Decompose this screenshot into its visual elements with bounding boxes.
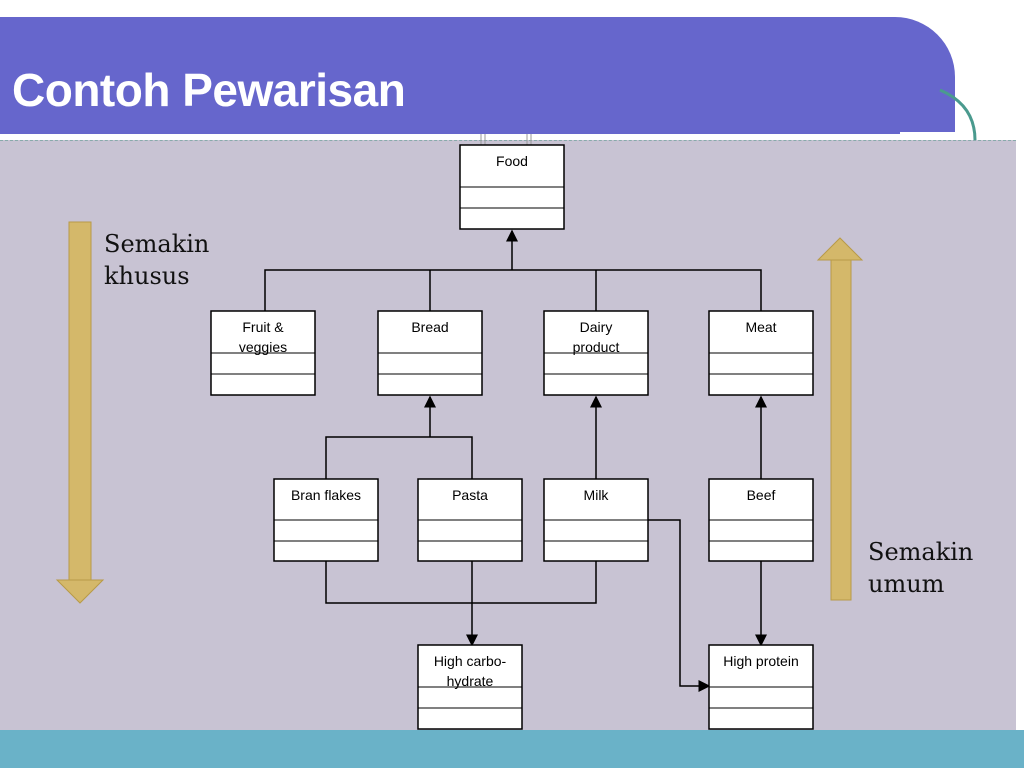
class-box-high-carbohydrate: High carbo- hydrate (417, 644, 523, 730)
class-name: Meat (745, 319, 776, 335)
bottom-bar (0, 730, 1024, 768)
class-name: Food (496, 153, 528, 169)
class-name: High protein (723, 653, 799, 669)
class-name-line1: Dairy (580, 319, 613, 335)
class-name: Beef (747, 487, 776, 503)
specific-label-line2: khusus (104, 262, 190, 290)
class-name: Milk (584, 487, 610, 503)
class-box-pasta: Pasta (417, 478, 523, 562)
class-box-high-protein: High protein (708, 644, 814, 730)
general-label-line2: umum (868, 570, 945, 598)
class-box-food: Food (459, 144, 565, 230)
up-arrow-icon (816, 237, 864, 601)
class-name-line1: Fruit & (242, 319, 284, 335)
class-box-milk: Milk (543, 478, 649, 562)
class-box-bread: Bread (377, 310, 483, 396)
class-box-beef: Beef (708, 478, 814, 562)
slide-title: Contoh Pewarisan (12, 64, 406, 116)
title-bar-ticks (480, 134, 532, 146)
connectors (264, 229, 767, 692)
general-label-line1: Semakin (868, 538, 973, 566)
class-box-dairy-product: Dairy product (543, 310, 649, 396)
class-name-line2: product (573, 339, 620, 355)
class-box-fruit-veggies: Fruit & veggies (210, 310, 316, 396)
specific-label-line1: Semakin (104, 230, 209, 258)
class-name-line2: veggies (239, 339, 287, 355)
class-name: Bread (411, 319, 448, 335)
class-name: Pasta (452, 487, 488, 503)
title-bar (0, 17, 955, 134)
class-name: Bran flakes (291, 487, 361, 503)
class-name-line2: hydrate (447, 673, 494, 689)
down-arrow-icon (55, 221, 105, 604)
decorative-arc (900, 88, 977, 141)
class-box-bran-flakes: Bran flakes (273, 478, 379, 562)
class-name-line1: High carbo- (434, 653, 507, 669)
class-box-meat: Meat (708, 310, 814, 396)
